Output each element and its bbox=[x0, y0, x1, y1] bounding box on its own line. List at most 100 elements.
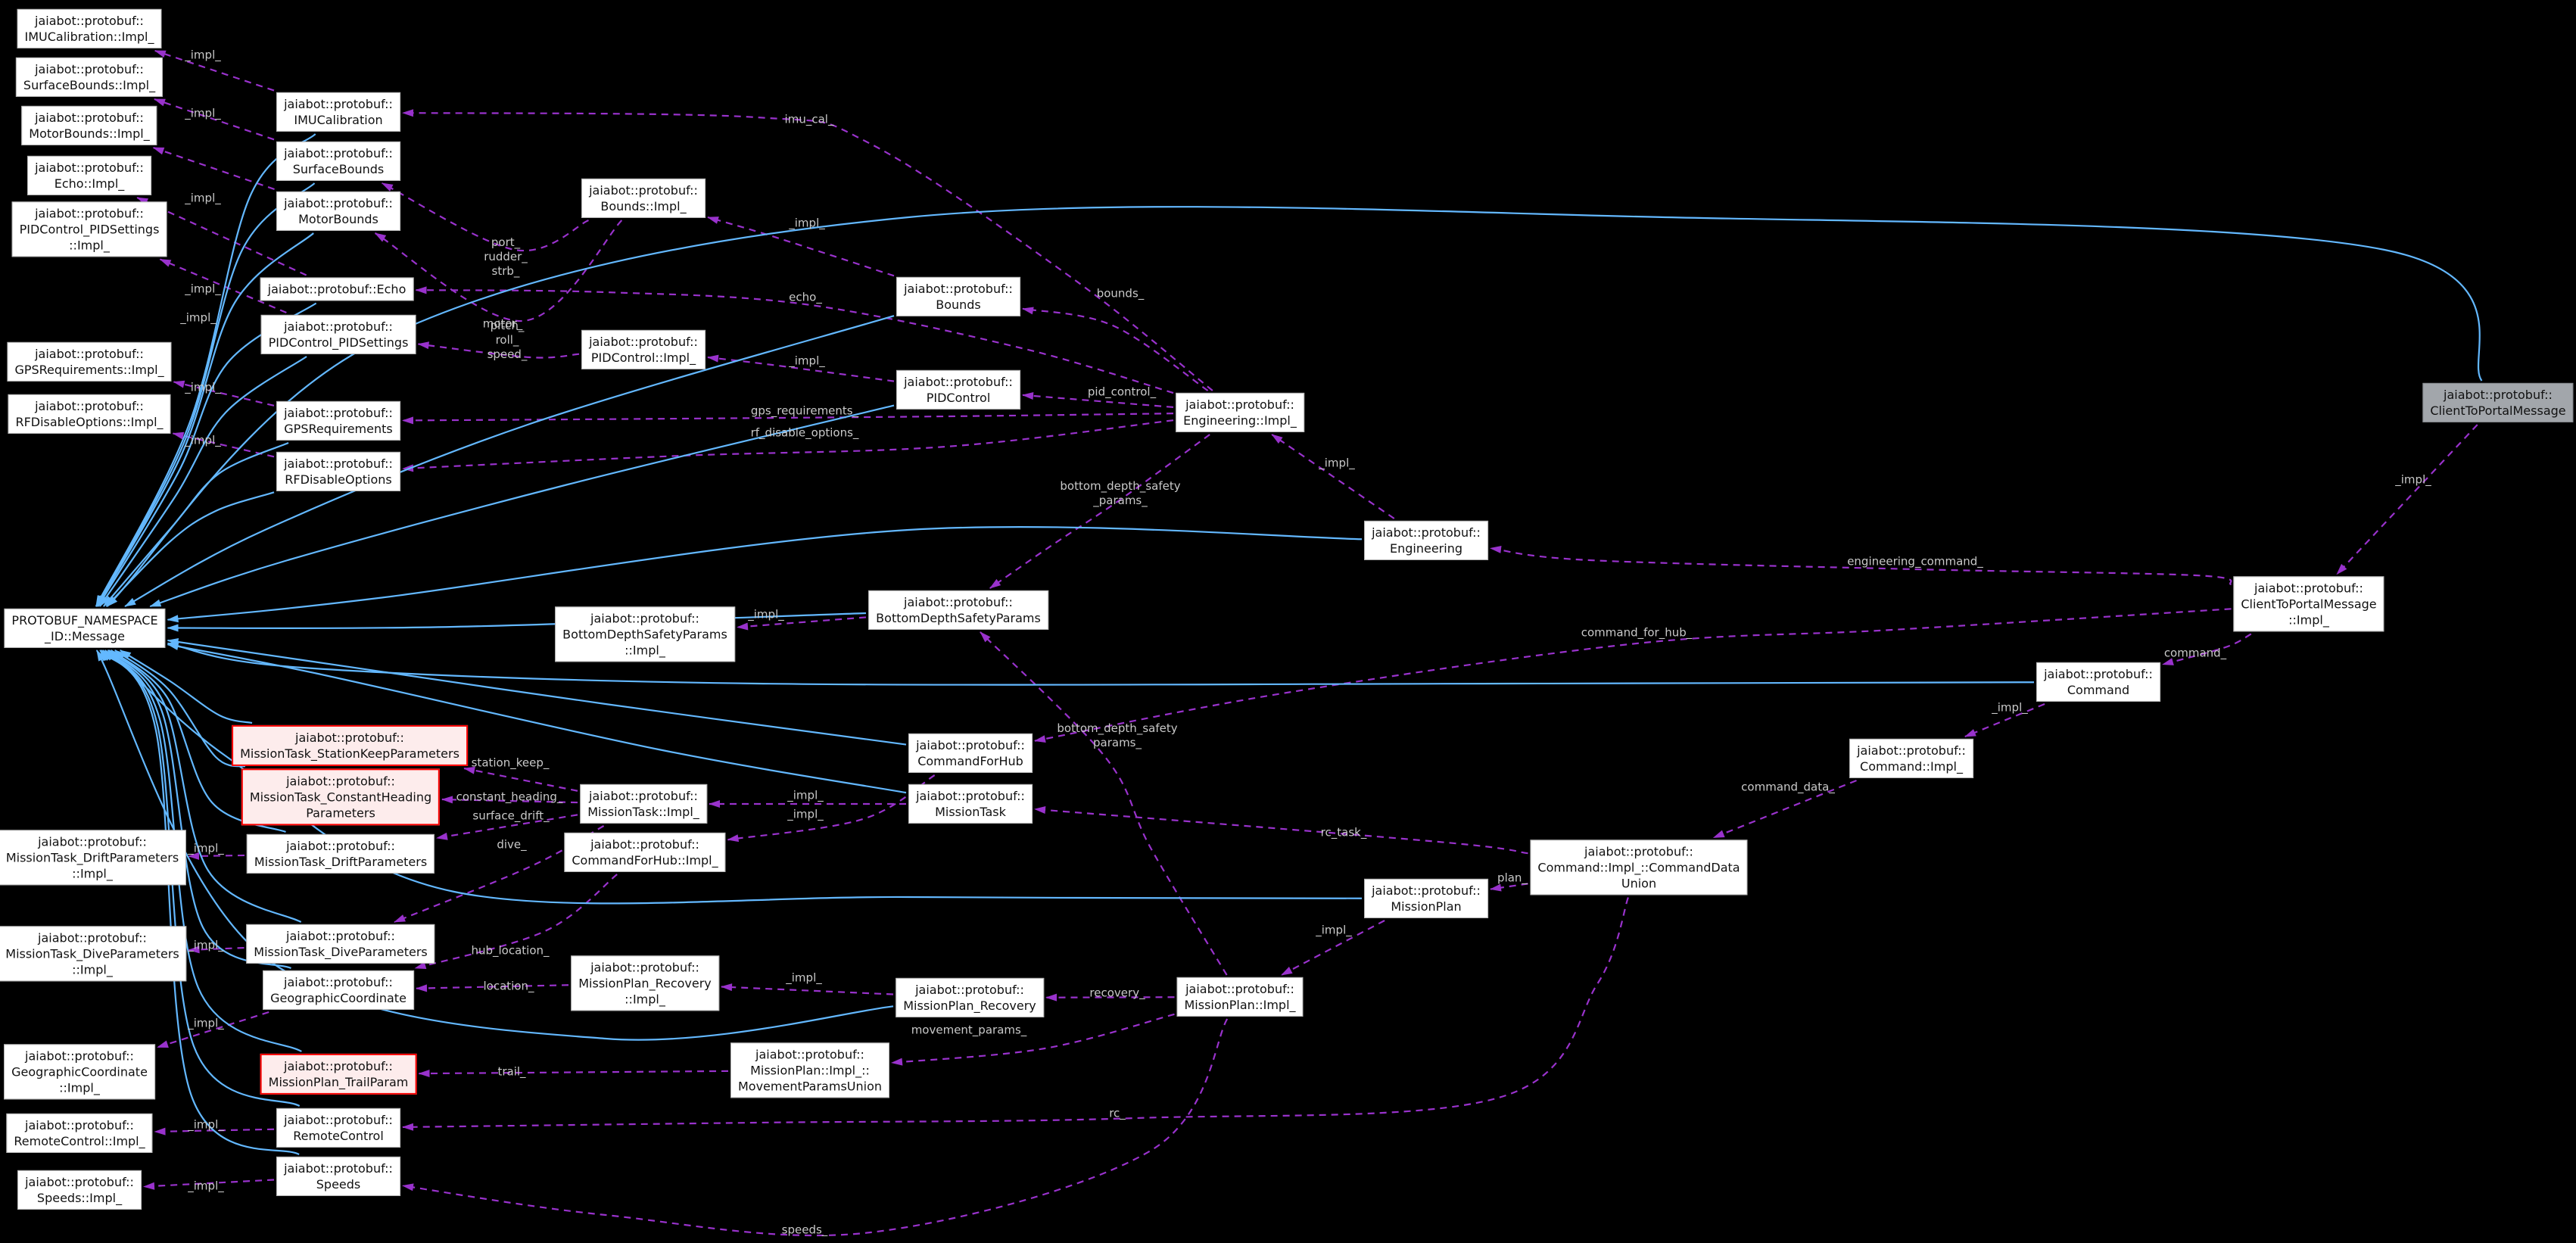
edge-bdsp-to-bdsp_impl bbox=[737, 616, 867, 631]
class-node-missionplan[interactable]: jaiabot::protobuf:: MissionPlan bbox=[1364, 878, 1488, 919]
edge-label-ctpm_impl-commandforhub: command_for_hub_ bbox=[1581, 625, 1693, 640]
edge-label-ctpm-ctpm_impl: _impl_ bbox=[2395, 472, 2431, 487]
edge-label-bounds_impl-surfacebounds: port_ rudder_ strb_ bbox=[484, 235, 528, 279]
edge-recovery-to-message bbox=[95, 650, 894, 1041]
edge-label-cfh_impl-geocoord: hub_location_ bbox=[471, 943, 550, 958]
edge-surfacebounds-to-message bbox=[95, 182, 316, 607]
edge-remotecontrol-to-rc_impl bbox=[154, 1127, 275, 1136]
edge-label-remotecontrol-rc_impl: _impl_ bbox=[188, 1117, 224, 1132]
edge-label-missiontask_impl-driftparams: surface_drift_ bbox=[472, 808, 550, 823]
class-node-pidsettings_impl[interactable]: jaiabot::protobuf:: PIDControl_PIDSettin… bbox=[11, 201, 167, 257]
class-node-bounds[interactable]: jaiabot::protobuf:: Bounds bbox=[896, 276, 1020, 317]
edge-driftparams-to-drift_impl bbox=[188, 852, 245, 860]
class-node-missiontask[interactable]: jaiabot::protobuf:: MissionTask bbox=[908, 783, 1033, 824]
class-node-rc_impl[interactable]: jaiabot::protobuf:: RemoteControl::Impl_ bbox=[6, 1113, 153, 1154]
edge-cmdunion-to-missiontask bbox=[1034, 806, 1528, 855]
class-node-recovery_impl[interactable]: jaiabot::protobuf:: MissionPlan_Recovery… bbox=[571, 955, 719, 1011]
class-node-surfacebounds_impl[interactable]: jaiabot::protobuf:: SurfaceBounds::Impl_ bbox=[15, 57, 164, 98]
edge-pidcontrol-to-message bbox=[149, 404, 895, 608]
class-node-missionplan_impl[interactable]: jaiabot::protobuf:: MissionPlan::Impl_ bbox=[1176, 977, 1304, 1017]
edge-cfh_impl-to-geocoord bbox=[414, 874, 618, 970]
class-node-engineering[interactable]: jaiabot::protobuf:: Engineering bbox=[1364, 520, 1488, 561]
edge-commandforhub-to-message bbox=[167, 638, 907, 746]
edge-label-recovery-recovery_impl: _impl_ bbox=[786, 970, 822, 985]
class-node-rfdisableoptions[interactable]: jaiabot::protobuf:: RFDisableOptions bbox=[276, 451, 400, 492]
edge-speeds-to-speeds_impl bbox=[143, 1179, 275, 1190]
class-node-dive_impl[interactable]: jaiabot::protobuf:: MissionTask_DivePara… bbox=[0, 926, 187, 982]
class-node-bdsp[interactable]: jaiabot::protobuf:: BottomDepthSafetyPar… bbox=[868, 590, 1048, 631]
edge-label-missionplan_impl-recovery: recovery_ bbox=[1089, 986, 1145, 1000]
edge-label-surfacebounds-surfacebounds_impl: _impl_ bbox=[185, 106, 221, 120]
class-node-mpunion[interactable]: jaiabot::protobuf:: MissionPlan::Impl_::… bbox=[730, 1042, 890, 1098]
class-node-missiontask_impl[interactable]: jaiabot::protobuf:: MissionTask::Impl_ bbox=[580, 783, 707, 824]
class-node-echo_impl[interactable]: jaiabot::protobuf:: Echo::Impl_ bbox=[27, 155, 151, 196]
class-node-ctpm_impl[interactable]: jaiabot::protobuf:: ClientToPortalMessag… bbox=[2233, 576, 2384, 632]
class-node-bounds_impl[interactable]: jaiabot::protobuf:: Bounds::Impl_ bbox=[581, 178, 706, 219]
class-node-recovery[interactable]: jaiabot::protobuf:: MissionPlan_Recovery bbox=[896, 977, 1044, 1018]
edge-label-pidcontrol_impl-pidsettings: pitch_ roll_ speed_ bbox=[487, 319, 528, 362]
class-node-geo_impl[interactable]: jaiabot::protobuf:: GeographicCoordinate… bbox=[4, 1044, 155, 1100]
class-node-imucal_impl[interactable]: jaiabot::protobuf:: IMUCalibration::Impl… bbox=[17, 8, 162, 49]
class-node-surfacebounds[interactable]: jaiabot::protobuf:: SurfaceBounds bbox=[276, 141, 400, 182]
edge-engineering-to-message bbox=[167, 526, 1363, 623]
edge-label-bounds_impl-motorbounds: motor_ bbox=[482, 316, 523, 331]
edge-imucalibration-to-message bbox=[95, 133, 316, 607]
edge-eng_impl-to-rfdisableoptions bbox=[402, 419, 1174, 472]
class-node-speeds[interactable]: jaiabot::protobuf:: Speeds bbox=[276, 1156, 400, 1197]
class-node-pidcontrol_impl[interactable]: jaiabot::protobuf:: PIDControl::Impl_ bbox=[581, 329, 706, 370]
edge-missiontask_impl-to-stationkeep bbox=[463, 766, 578, 792]
class-node-commandforhub[interactable]: jaiabot::protobuf:: CommandForHub bbox=[908, 733, 1033, 774]
class-node-pidcontrol[interactable]: jaiabot::protobuf:: PIDControl bbox=[896, 369, 1020, 410]
edge-missionplan-to-missionplan_impl bbox=[1280, 920, 1385, 976]
class-node-command[interactable]: jaiabot::protobuf:: Command bbox=[2036, 662, 2160, 702]
class-node-imucalibration[interactable]: jaiabot::protobuf:: IMUCalibration bbox=[276, 92, 400, 132]
edge-label-eng_impl-imucalibration: imu_cal_ bbox=[784, 112, 834, 126]
edge-gpsrequirements-to-gpsreq_impl bbox=[173, 380, 275, 407]
edge-bdsp-to-message bbox=[167, 612, 867, 632]
class-node-command_impl[interactable]: jaiabot::protobuf:: Command::Impl_ bbox=[1849, 738, 1973, 779]
edge-rfdisableoptions-to-message bbox=[105, 491, 275, 607]
edge-label-ctpm_impl-command: command_ bbox=[2163, 646, 2227, 660]
edge-eng_impl-to-pidcontrol bbox=[1022, 391, 1174, 408]
edge-command-to-message bbox=[167, 641, 2035, 686]
edge-label-cmdunion-missionplan: plan_ bbox=[1497, 871, 1528, 885]
class-node-rfdisable_impl[interactable]: jaiabot::protobuf:: RFDisableOptions::Im… bbox=[8, 394, 171, 435]
class-node-pidsettings[interactable]: jaiabot::protobuf:: PIDControl_PIDSettin… bbox=[260, 314, 416, 355]
edge-label-eng_impl-bounds: bounds_ bbox=[1096, 286, 1145, 301]
class-node-diveparams[interactable]: jaiabot::protobuf:: MissionTask_DivePara… bbox=[246, 924, 435, 964]
edge-label-driftparams-drift_impl: _impl_ bbox=[188, 841, 224, 855]
class-node-gpsreq_impl[interactable]: jaiabot::protobuf:: GPSRequirements::Imp… bbox=[7, 341, 172, 382]
edge-bounds-to-bounds_impl bbox=[707, 216, 895, 277]
edge-cmdunion-to-remotecontrol bbox=[402, 897, 1629, 1131]
edge-missionplan-to-message bbox=[108, 650, 1363, 905]
edge-commandforhub-to-cfh_impl bbox=[727, 774, 936, 843]
class-node-drift_impl[interactable]: jaiabot::protobuf:: MissionTask_DriftPar… bbox=[0, 830, 187, 886]
edge-label-bdsp-bdsp_impl: _impl_ bbox=[748, 607, 784, 622]
class-node-trailparam[interactable]: jaiabot::protobuf:: MissionPlan_TrailPar… bbox=[260, 1053, 417, 1095]
class-node-stationkeep[interactable]: jaiabot::protobuf:: MissionTask_StationK… bbox=[232, 724, 468, 767]
edge-label-missionplan_impl-mpunion: movement_params_ bbox=[911, 1023, 1027, 1037]
class-node-cfh_impl[interactable]: jaiabot::protobuf:: CommandForHub::Impl_ bbox=[564, 832, 726, 873]
class-node-message[interactable]: PROTOBUF_NAMESPACE _ID::Message bbox=[4, 608, 166, 649]
edge-motorbounds-to-motorbounds_impl bbox=[152, 146, 275, 191]
edge-echo-to-echo_impl bbox=[136, 197, 307, 276]
class-node-remotecontrol[interactable]: jaiabot::protobuf:: RemoteControl bbox=[276, 1107, 400, 1148]
edge-label-command-command_impl: _impl_ bbox=[1992, 700, 2028, 715]
class-node-cmdunion[interactable]: jaiabot::protobuf:: Command::Impl_::Comm… bbox=[1530, 840, 1748, 896]
edge-imucalibration-to-imucal_impl bbox=[154, 49, 275, 92]
class-node-motorbounds_impl[interactable]: jaiabot::protobuf:: MotorBounds::Impl_ bbox=[21, 105, 157, 146]
class-node-driftparams[interactable]: jaiabot::protobuf:: MissionTask_DriftPar… bbox=[246, 833, 435, 874]
edge-bounds_impl-to-motorbounds bbox=[374, 220, 623, 322]
class-node-gpsrequirements[interactable]: jaiabot::protobuf:: GPSRequirements bbox=[276, 400, 400, 441]
edge-eng_impl-to-gpsrequirements bbox=[402, 413, 1174, 425]
edge-label-imucalibration-imucal_impl: _impl_ bbox=[185, 48, 221, 62]
class-node-speeds_impl[interactable]: jaiabot::protobuf:: Speeds::Impl_ bbox=[17, 1170, 142, 1210]
class-node-motorbounds[interactable]: jaiabot::protobuf:: MotorBounds bbox=[276, 191, 400, 232]
class-node-bdsp_impl[interactable]: jaiabot::protobuf:: BottomDepthSafetyPar… bbox=[555, 606, 735, 662]
class-node-eng_impl[interactable]: jaiabot::protobuf:: Engineering::Impl_ bbox=[1176, 392, 1304, 433]
edge-eng_impl-to-bdsp bbox=[989, 434, 1210, 589]
class-node-echo[interactable]: jaiabot::protobuf::Echo bbox=[260, 277, 414, 301]
class-node-geocoord[interactable]: jaiabot::protobuf:: GeographicCoordinate bbox=[263, 970, 414, 1011]
class-node-ctpm[interactable]: jaiabot::protobuf:: ClientToPortalMessag… bbox=[2422, 382, 2574, 423]
class-node-constantheading[interactable]: jaiabot::protobuf:: MissionTask_Constant… bbox=[241, 768, 441, 826]
